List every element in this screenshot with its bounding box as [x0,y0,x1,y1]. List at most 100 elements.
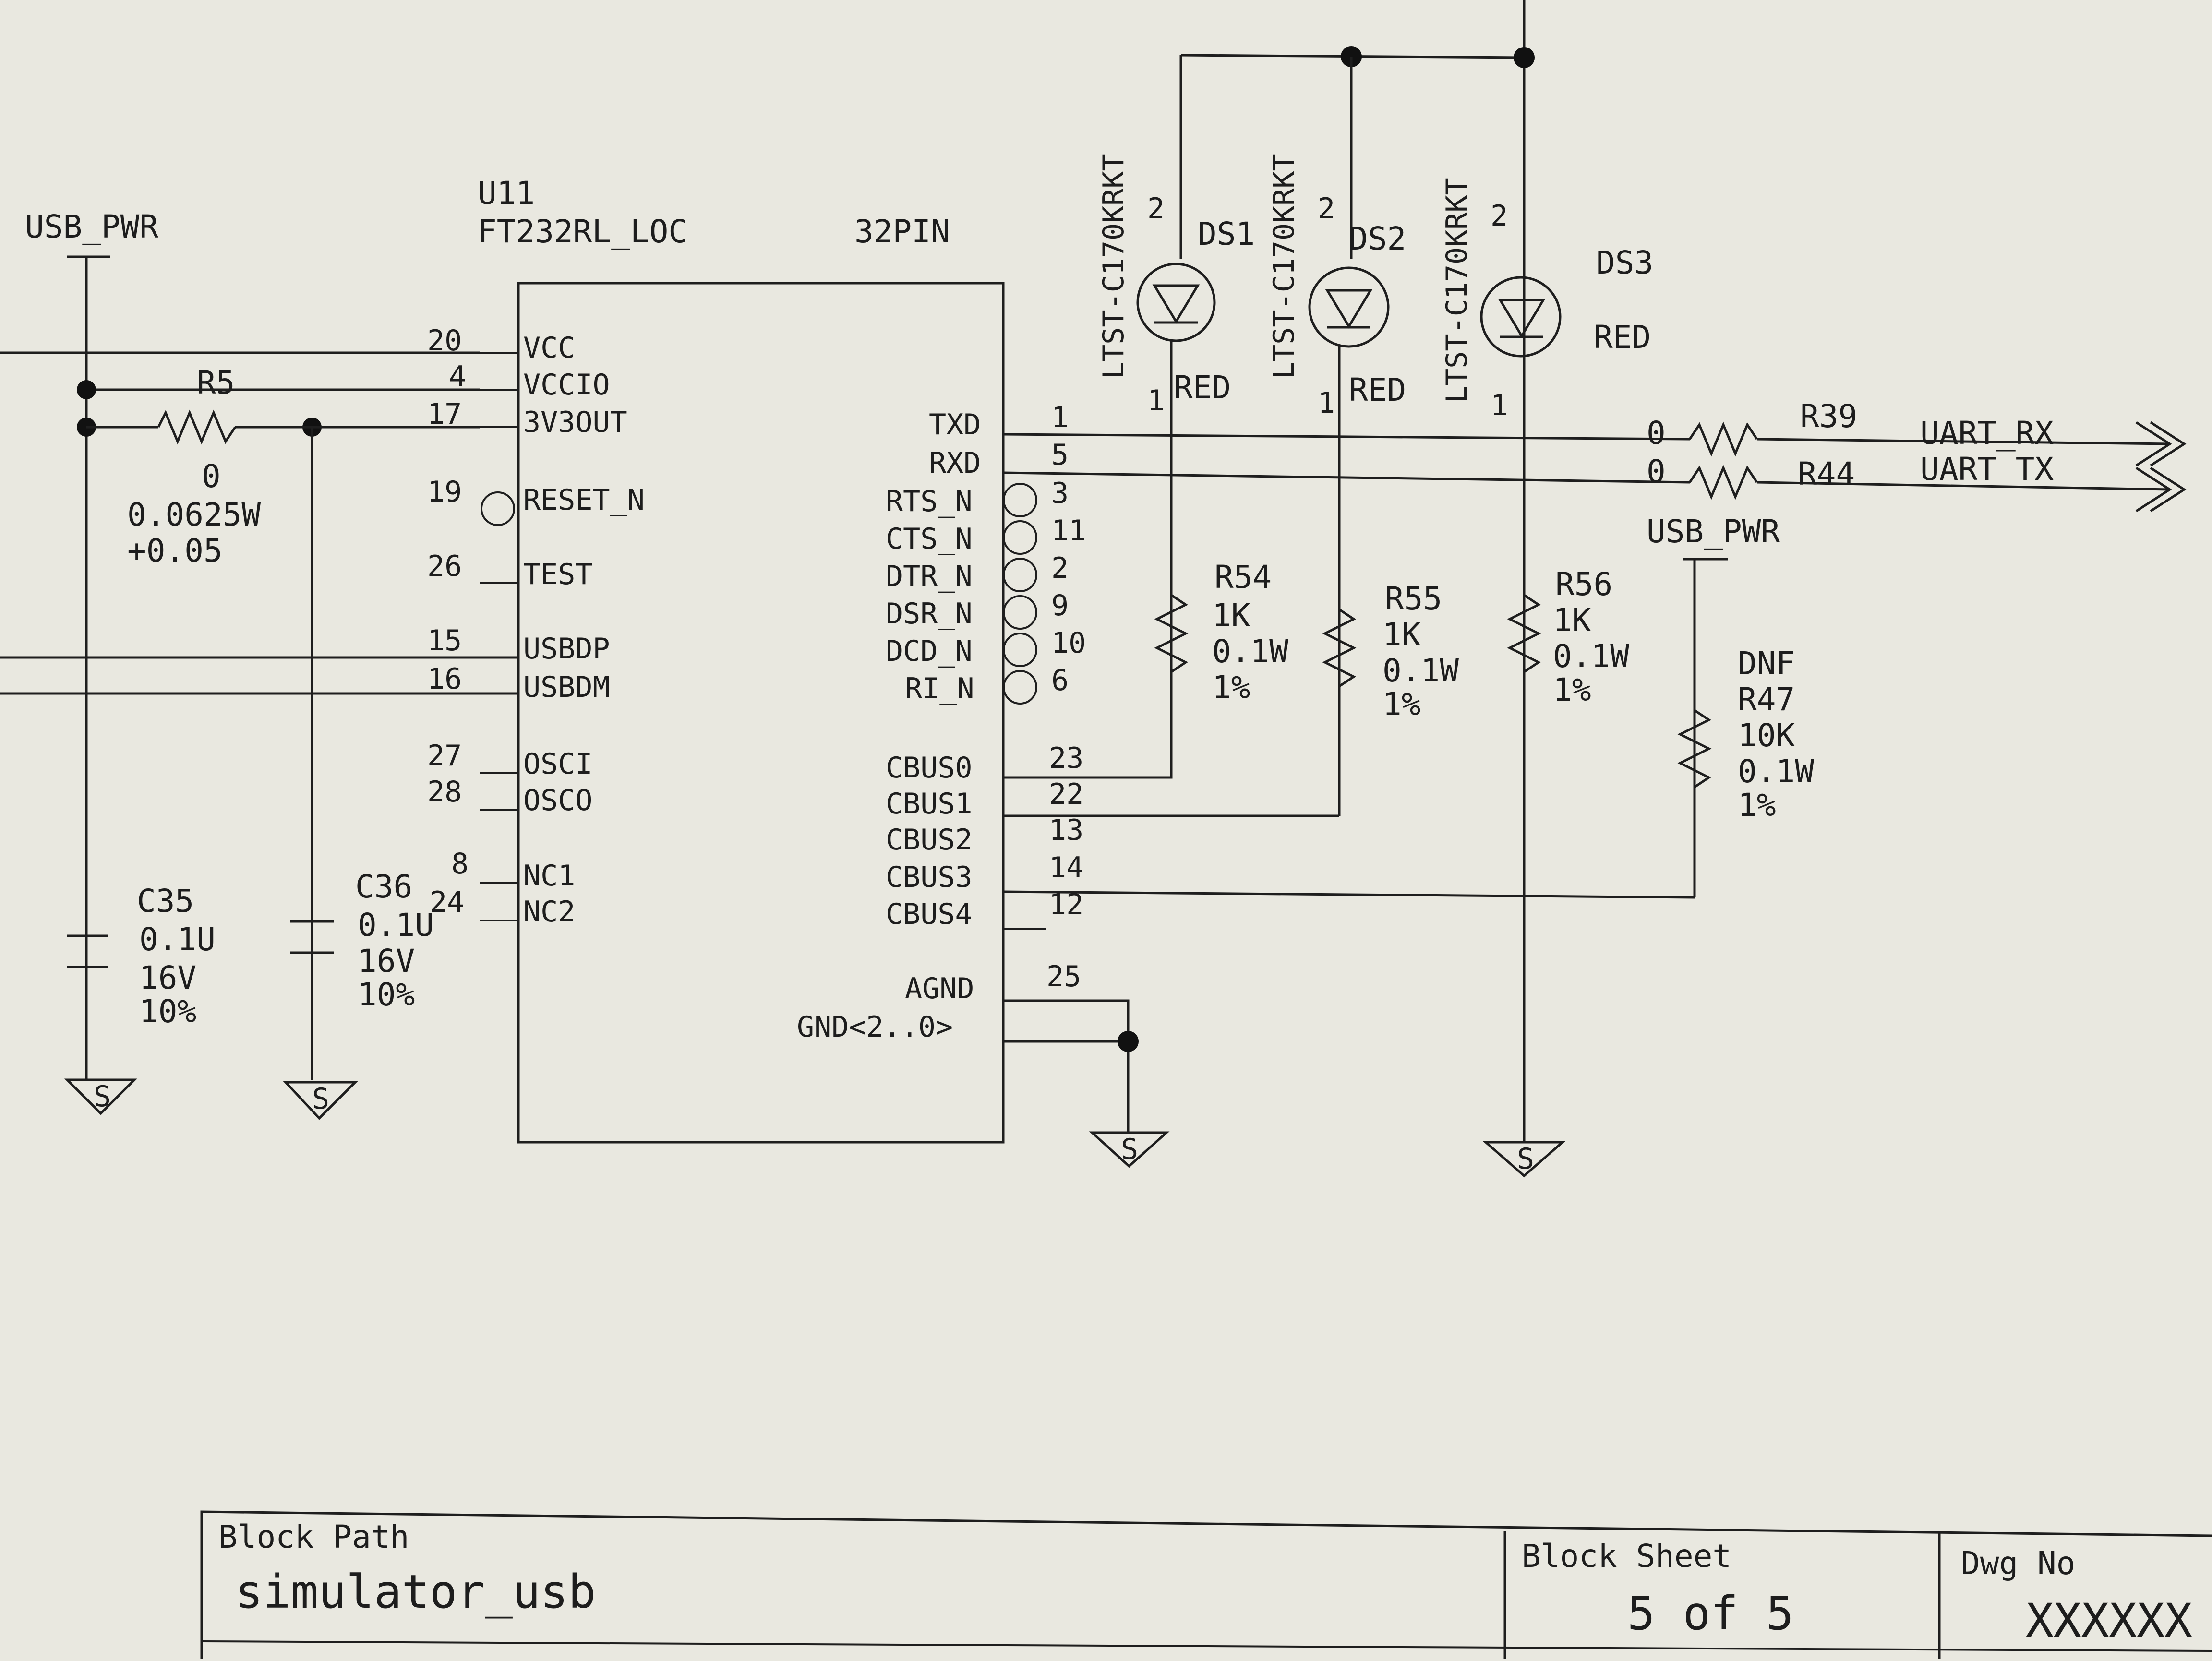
ds1-pin-a: 2 [1147,192,1165,226]
r56-tol: 1% [1553,671,1591,708]
pin-num: 2 [1051,551,1069,585]
ic-package: 32PIN [854,213,950,250]
block-path-value: simulator_usb [235,1565,596,1619]
ds3-pin-a: 2 [1491,199,1508,233]
pin-name: USBDM [523,670,610,704]
pin-num: 27 [427,739,462,773]
r5-ref: R5 [197,364,235,401]
block-sheet-label: Block Sheet [1522,1538,1731,1575]
r5-value: 0 [202,458,221,495]
pin-name: 3V3OUT [523,406,627,439]
pin-num: 3 [1051,477,1069,510]
pin-name: RESET_N [523,483,645,517]
led-ds3: S LTST-C170KRKT 2 1 DS3 RED R56 1K 0.1W … [1440,178,1653,1178]
ds1-ref: DS1 [1198,215,1255,252]
pin-name: OSCI [523,747,593,781]
r5-tol: +0.05 [127,532,223,569]
ds1-pin-k: 1 [1147,384,1165,418]
pin-name: CTS_N [886,522,973,556]
usb-pwr-label-right: USB_PWR [1647,513,1780,550]
pin-name: USBDP [523,632,610,666]
pin-num: 5 [1051,438,1069,472]
ground-symbol: S [94,1080,111,1113]
r47-tol: 1% [1738,787,1776,824]
ds3-pin-k: 1 [1491,389,1508,422]
uart-nets: 0 R39 UART_RX 0 R44 UART_TX [1003,398,2187,513]
ds2-color: RED [1349,371,1406,408]
pin-name: RXD [929,446,981,480]
pin-num: 22 [1049,777,1083,811]
pin-num: 10 [1051,626,1086,660]
r47-value: 10K [1738,717,1795,754]
pin-name: CBUS3 [886,860,973,894]
led-ds2: LTST-C170KRKT 2 1 DS2 RED R55 1K 0.1W 1% [1003,57,1459,817]
pin-name: CBUS0 [886,751,973,785]
r56-ref: R56 [1555,566,1612,603]
ds3-ref: DS3 [1596,244,1653,281]
ds3-color: RED [1594,319,1651,356]
ds2-pin-k: 1 [1318,386,1335,420]
pin-name: NC1 [523,859,575,893]
pin-name: RTS_N [886,485,973,518]
block-path-label: Block Path [218,1518,409,1555]
pin-name: VCC [523,331,575,365]
left-power-nets: USB_PWR [0,208,518,1080]
led-ds1: LTST-C170KRKT 2 1 DS1 RED R54 1K 0.1W 1% [1003,55,1288,779]
pin-num: 28 [427,775,462,809]
ds3-part: LTST-C170KRKT [1440,178,1474,403]
r54-ref: R54 [1214,559,1272,596]
pin-num: 19 [427,475,462,509]
pin-num: 1 [1051,401,1069,434]
pin-num: 11 [1051,514,1086,548]
pin-name: DTR_N [886,560,973,593]
r56-power: 0.1W [1553,638,1629,675]
r55-ref: R55 [1385,580,1442,617]
pin-num: 15 [427,624,462,657]
c36-value: 0.1U [358,907,434,944]
capacitor-c36: C36 0.1U 16V 10% S [283,868,434,1120]
pin-name: DSR_N [886,597,973,631]
pin-name: GND<2..0> [797,1010,953,1044]
r54-value: 1K [1212,597,1250,634]
block-sheet-value: 5 of 5 [1627,1587,1794,1640]
pin-name: CBUS4 [886,897,973,931]
r47-power: 0.1W [1738,753,1814,790]
pin-num: 17 [427,397,462,431]
pin-name: TEST [523,558,593,591]
r54-power: 0.1W [1212,633,1288,670]
pin-name: DCD_N [886,634,973,668]
r54-tol: 1% [1212,669,1250,706]
uart-tx-label: UART_TX [1920,451,2054,488]
pin-name: CBUS1 [886,787,973,821]
resistor-r47: USB_PWR DNF R47 10K 0.1W 1% [1003,513,1814,899]
pin-name: AGND [905,972,974,1005]
ds2-ref: DS2 [1349,220,1406,257]
capacitor-c35: C35 0.1U 16V 10% S [64,883,216,1115]
r44-value: 0 [1647,453,1666,490]
pin-num: 24 [430,885,464,919]
uart-rx-label: UART_RX [1920,415,2054,452]
c35-voltage: 16V [139,959,196,996]
ds2-part: LTST-C170KRKT [1267,154,1301,379]
pin-name: VCCIO [523,368,610,402]
title-block: Block Path simulator_usb Block Sheet 5 o… [200,1510,2212,1659]
pin-name: CBUS2 [886,823,973,857]
pin-name: NC2 [523,895,575,929]
r47-dnf: DNF [1738,645,1795,682]
ds1-part: LTST-C170KRKT [1097,154,1130,379]
ds1-color: RED [1174,369,1231,406]
pin-name: OSCO [523,784,593,817]
r56-value: 1K [1553,602,1591,639]
pin-num: 25 [1046,960,1081,993]
r39-value: 0 [1647,415,1666,452]
r55-value: 1K [1382,616,1421,653]
resistor-r5: R5 0 0.0625W +0.05 [127,364,261,569]
ic-part: FT232RL_LOC [478,213,687,250]
dwg-no-value: XXXXXX [2026,1594,2192,1648]
ic-right-pins: TXD 1 RXD 5 RTS_N 3 CTS_N 11 DTR_N 2 DSR… [797,401,1086,1044]
pin-num: 16 [427,662,462,696]
ground-symbol: S [312,1082,329,1116]
pin-name: RI_N [905,672,974,705]
c36-voltage: 16V [358,943,415,980]
